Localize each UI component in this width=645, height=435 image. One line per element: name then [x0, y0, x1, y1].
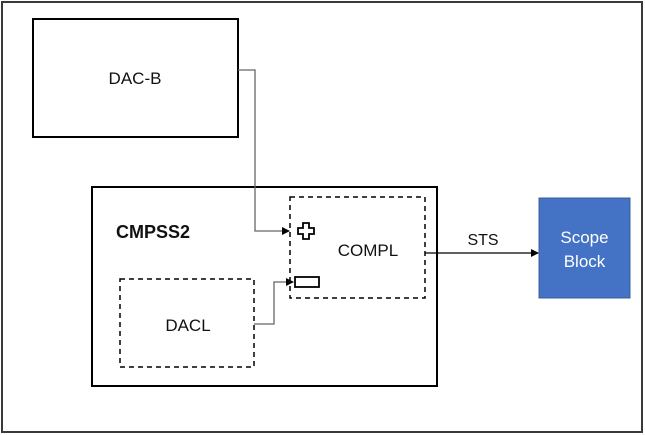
dac-b-to-compl-connector: [238, 69, 290, 235]
dacl-to-compl-connector: [254, 278, 294, 325]
cmpss2-label: CMPSS2: [116, 222, 190, 242]
compl-block[interactable]: COMPL: [289, 196, 426, 299]
scope-label-line1: Scope: [560, 228, 608, 247]
scope-label-line2: Block: [564, 252, 606, 271]
dacl-block[interactable]: DACL: [119, 278, 255, 368]
scope-block[interactable]: Scope Block: [538, 197, 631, 299]
compl-label: COMPL: [338, 241, 398, 260]
minus-icon: [294, 276, 320, 288]
sts-label: STS: [467, 232, 498, 249]
cmpss2-block[interactable]: CMPSS2: [91, 186, 438, 387]
plus-icon: [297, 222, 315, 240]
dac-b-block[interactable]: DAC-B: [32, 18, 239, 138]
dac-b-label: DAC-B: [109, 69, 162, 88]
dacl-label: DACL: [165, 316, 210, 335]
